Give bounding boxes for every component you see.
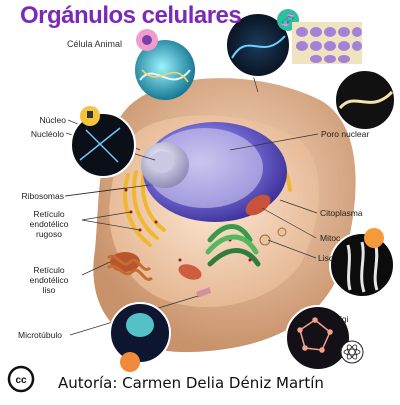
creative-commons-icon xyxy=(7,365,35,393)
page-title: Orgánulos celulares xyxy=(20,2,242,29)
label-reticulo-rugoso-line3: rugoso xyxy=(36,229,62,239)
inset-microscope xyxy=(70,112,136,178)
label-reticulo-rugoso-line2: endotélico xyxy=(29,219,69,229)
subtitle: Célula Animal xyxy=(67,39,123,49)
label-reticulo-liso: Retículo endotélico liso xyxy=(20,265,78,295)
label-mitoc: Mitoc xyxy=(320,233,341,243)
chromosome-strands xyxy=(346,241,379,293)
atom-icon-orbits xyxy=(343,344,361,360)
label-reticulo-rugoso: Retículo endotélico rugoso xyxy=(20,209,78,239)
vesicle xyxy=(259,234,271,246)
microscope-strands xyxy=(79,127,121,163)
label-nucleo: Núcleo xyxy=(39,115,66,125)
creative-commons-text: cc xyxy=(15,375,27,386)
label-poro-nuclear: Poro nuclear xyxy=(321,129,370,139)
inset-blood-cells xyxy=(292,22,362,64)
label-microtubulo: Microtúbulo xyxy=(18,330,62,340)
molecule-graph xyxy=(297,317,333,353)
label-golgi: lgi xyxy=(340,314,349,324)
atom-icon xyxy=(120,352,140,372)
golgi xyxy=(205,224,261,267)
atom-icon xyxy=(340,340,364,364)
label-reticulo-liso-line1: Retículo xyxy=(33,265,65,275)
label-ribosomas: Ribosomas xyxy=(21,191,64,201)
inset-dna-dark xyxy=(225,12,291,78)
virus-icon-core xyxy=(142,35,152,45)
mitochondrion xyxy=(245,194,271,216)
dna-strand xyxy=(231,35,286,59)
label-citoplasma: Citoplasma xyxy=(320,208,363,218)
nucleolus-core xyxy=(150,151,174,173)
helix-strand xyxy=(338,90,394,110)
virus-icon xyxy=(364,228,384,248)
author-credit: Autoría: Carmen Delia Déniz Martín xyxy=(58,374,324,392)
centriole xyxy=(196,287,212,298)
neuron-body xyxy=(126,313,154,337)
label-reticulo-rugoso-line1: Retículo xyxy=(33,209,65,219)
smooth-er xyxy=(106,254,153,281)
inset-dna-helix xyxy=(334,69,396,131)
label-reticulo-liso-line2: endotélico xyxy=(29,275,69,285)
svg-text:🧬: 🧬 xyxy=(281,13,295,27)
flask-icon-body xyxy=(87,111,93,118)
label-lisc: Lisc xyxy=(318,253,334,263)
mitochondrion xyxy=(178,264,202,280)
label-reticulo-liso-line3: liso xyxy=(42,285,56,295)
vesicle xyxy=(277,227,287,237)
inset-dna-teal xyxy=(135,40,195,100)
inset-molecule xyxy=(285,305,351,371)
label-nucleolo: Nucléolo xyxy=(30,129,64,139)
